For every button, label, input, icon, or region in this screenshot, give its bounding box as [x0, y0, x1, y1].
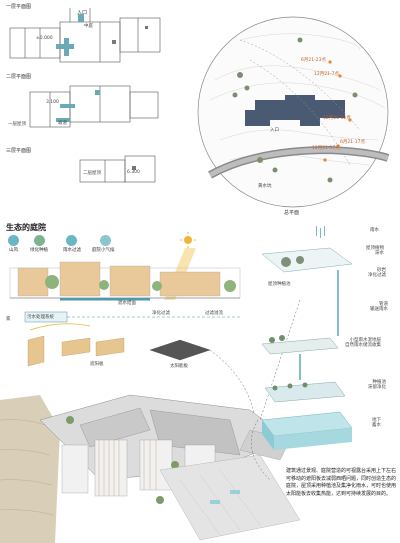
sun-label-2: 12月21-7点	[314, 72, 339, 77]
floor1-plan-drawing	[9, 8, 161, 183]
floor1-courtyard-label: 中庭	[84, 24, 93, 29]
floor3-title: 三层平面图	[6, 148, 32, 154]
floor1-elevation: ±0.000	[36, 36, 53, 41]
solar-label: 太阳能板	[170, 364, 188, 369]
floor3-elevation: 6.300	[127, 170, 140, 175]
floor2-elevation: 3.100	[46, 100, 59, 105]
shade-panels	[27, 335, 256, 421]
dim-label: 遮水结面	[118, 301, 136, 306]
chain-label-2: 屋顶植物 滞水	[366, 246, 384, 256]
chain-label-3: 砂岩 净化过滤	[368, 268, 386, 278]
legend-label-4: 庭院小气候	[92, 248, 115, 253]
eco-title: 生态的庭院	[6, 223, 46, 232]
sun-label-4: 12月21-17点	[312, 146, 340, 151]
site-entry-label: 入口	[270, 128, 279, 133]
chain-label-4: 管道 输送雨水	[370, 302, 388, 312]
site-plan-circle	[197, 16, 390, 208]
floor2-slope-label: 坡道	[58, 121, 67, 126]
floor1-entry-label: 入口	[77, 10, 88, 16]
roof-pool-label: 屋顶种植池	[268, 282, 291, 287]
microclimate-icon	[100, 235, 111, 246]
chain-label-7: 地下 蓄水	[372, 418, 381, 428]
floor2-roof-label: 一层屋顶	[8, 122, 26, 127]
rain-filter-icon	[66, 235, 77, 246]
floor1-title: 一层平面图	[6, 4, 32, 10]
site-plan-title: 总平面	[284, 210, 300, 216]
sun-label-5: 6月21-17点	[340, 140, 365, 145]
sun-label-1: 6月21-23点	[301, 58, 326, 63]
sun-icon	[180, 232, 196, 248]
legend-label-2: 绿化种植	[30, 248, 48, 253]
sun-label-3: 12月21-12点	[323, 116, 351, 121]
chain-label-5: 小型雨水湿地层 自然雨水储流收集	[345, 338, 381, 348]
chain-label-1: 雨水	[370, 228, 379, 233]
plant-icon	[34, 235, 45, 246]
legend-label-3: 雨水过滤	[63, 248, 81, 253]
chain-label-6: 种植池 滞留净化	[368, 380, 386, 390]
wind-icon	[8, 235, 19, 246]
water-label: 黄水坑	[258, 184, 272, 189]
floor2-title: 二层平面图	[6, 74, 32, 80]
floor3-roof-label: 二层屋顶	[83, 171, 101, 176]
filter-label: 净化过滤	[152, 311, 170, 316]
description-text: 建筑通过景观、庭院营造的可视露台采用上下左右可移动的遮阳板去减弱西晒问题，同时创…	[286, 468, 397, 497]
sewage-system-label: 污水处理系统	[27, 315, 54, 320]
shade-label: 遮阳板	[90, 362, 104, 367]
legend-label-1: 山风	[9, 248, 18, 253]
eco-section-drawing	[9, 248, 241, 331]
overflow-label: 过滤溢流	[205, 311, 223, 316]
home-label: 家	[6, 317, 11, 322]
